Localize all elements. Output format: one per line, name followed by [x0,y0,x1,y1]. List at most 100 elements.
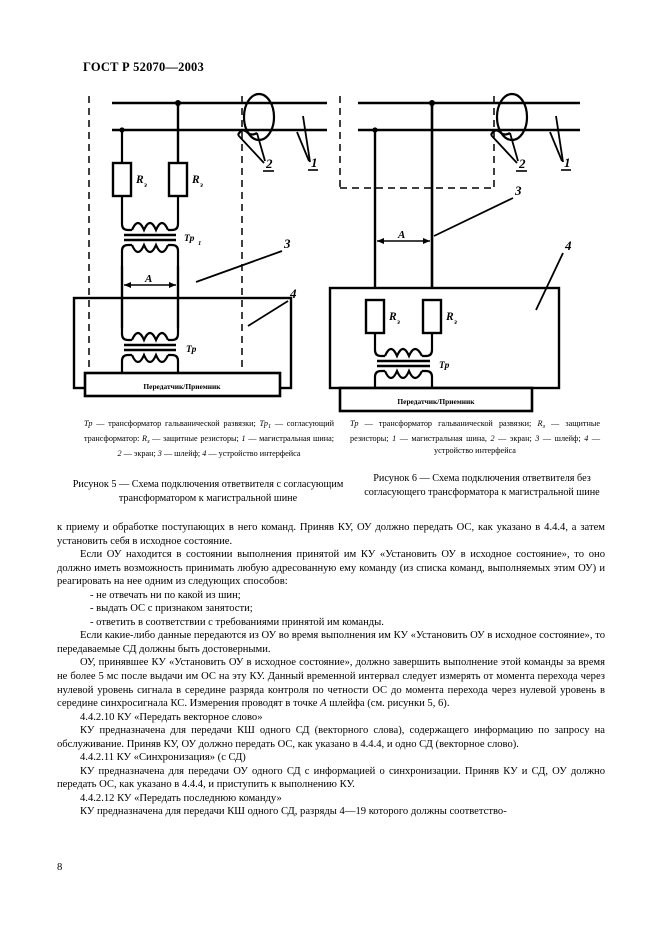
label-resistor-left-sub: з [143,180,147,189]
tr1-secondary-coil [130,242,170,254]
body-text-column: к приему и обработке поступающих в него … [57,521,605,819]
tr-primary-right-lead [168,328,180,342]
legend-tp: Тр [350,419,359,428]
figure-5-caption: Рисунок 5 — Схема подключения ответвител… [72,479,344,504]
leader-line-bus-b [549,131,563,162]
label-transmitter-receiver: Передатчик/Приемник [143,382,221,391]
p-section-4-4-2-11: 4.4.2.11 КУ «Синхронизация» (с СД) [80,752,246,764]
tr-primary-left-lead [120,328,132,342]
dimension-a-arrow-left [124,282,131,288]
legend-item-1: 1 [241,434,246,444]
leader-line-screen-a [237,134,265,164]
junction-dot-lower [372,127,378,133]
tr-secondary-coil [130,352,170,364]
figure-6-caption: Рисунок 6 — Схема подключения ответвител… [364,473,600,498]
label-resistor-left-sub: з [396,317,400,326]
screen-hook [237,129,258,136]
legend-item-1-desc: — магистральная шина, [396,434,491,444]
tr-secondary-coil [383,368,423,380]
p-section-4-4-2-12-body: КУ предназначена для передачи КШ одного … [80,806,507,818]
transmitter-receiver-box [83,371,282,398]
legend-item-1-desc: — магистральная шина; [245,434,334,444]
p-section-4-4-2-11-body: КУ предназначена для передачи ОУ одного … [57,765,605,791]
label-resistor-right-sub: з [199,180,203,189]
tr1-secondary-right-lead [168,243,180,266]
interface-device-box [328,286,561,390]
legend-item-3-desc: — шлейф; [539,434,585,444]
legend-item-4: 4 [584,434,589,444]
dimension-a-arrow-right [423,238,430,244]
resistor-right-body [167,161,189,198]
p-bullet-2: - выдать ОС с признаком занятости; [90,603,253,615]
label-shleif-3: 3 [283,236,291,251]
label-screen-2: 2 [518,156,526,171]
leader-line-bus-a [302,115,311,163]
label-device-4: 4 [289,286,297,301]
legend-item-3: 3 [157,449,162,459]
legend-item-4: 4 [202,449,207,459]
dimension-a-arrow-right [169,282,176,288]
legend-r: R [142,434,148,444]
label-dimension-a: A [144,273,152,285]
resistor-left-body [111,161,133,198]
legend-r-sub: з [147,438,150,446]
label-dimension-a: A [397,229,405,241]
figure-6-diagram: 2 1 3 4 R з R з Тр A Передатчик/Приемник [318,88,618,418]
legend-item-1: 1 [392,434,397,444]
resistor-right-body [421,298,443,335]
label-resistor-right: R [191,174,200,186]
leader-line-shleif [195,250,283,283]
label-matching-transformer: Тр [184,234,195,244]
junction-dot-upper [429,100,435,106]
tr1-primary-right-lead [168,210,180,232]
legend-r: R [537,419,543,428]
tr-secondary-right-lead [422,369,434,388]
tr-primary-coil [130,331,170,343]
label-transmitter-receiver: Передатчик/Приемник [397,397,475,406]
leader-line-shleif [433,197,514,237]
leader-line-screen-b [509,132,519,162]
legend-tp: Тр [84,419,93,428]
tr-secondary-left-lead [373,369,385,388]
p-data-valid: Если какие-либо данные передаются из ОУ … [57,630,605,655]
label-shleif-3: 3 [514,183,522,198]
p-continuation: к приему и обработке поступающих в него … [57,522,605,547]
legend-item-2-desc: — экран; [494,434,536,444]
figures-row: 2 1 3 4 R з R з Тр 1 Тр A Передатчик/При… [0,88,661,418]
tr1-primary-coil [130,221,170,233]
tr1-primary-left-lead [120,210,132,232]
label-device-4: 4 [564,238,572,253]
page-number: 8 [57,862,63,873]
leader-line-bus-b [296,131,310,162]
resistor-left-body [364,298,386,335]
label-isolation-transformer: Тр [439,361,450,371]
legend-item-3-desc: — шлейф; [161,449,203,459]
p-section-4-4-2-12: 4.4.2.12 КУ «Передать последнюю команду» [80,792,282,804]
leader-line-device [535,252,564,311]
legend-item-4-desc: — устройство интерфейса [434,434,601,456]
tr-secondary-left-lead [120,353,132,373]
p-timing: ОУ, принявшее КУ «Установить ОУ в исходн… [57,657,605,710]
legend-r-desc: — защитные резисторы; [350,419,600,444]
legend-r-sub: з [542,423,545,430]
leader-line-bus-a [555,115,564,163]
dimension-a-arrow-left [377,238,384,244]
p-section-4-4-2-10: 4.4.2.10 КУ «Передать векторное слово» [80,711,263,723]
p-bullet-1: - не отвечать ни по какой из шин; [90,589,241,601]
screen-hook [490,129,511,136]
label-resistor-left: R [135,174,144,186]
p-reset-state: Если ОУ находится в состоянии выполнения… [57,549,605,588]
label-bus-1: 1 [564,155,571,170]
label-screen-2: 2 [265,156,273,171]
legend-item-4-desc: — устройство интерфейса [206,449,301,459]
legend-item-2-desc: — экран; [121,449,158,459]
standard-header: ГОСТ Р 52070—2003 [83,60,204,74]
legend-item-2: 2 [490,434,495,444]
tr1-secondary-left-lead [120,243,132,266]
label-matching-transformer-sub: 1 [198,240,201,247]
leader-line-screen-b [256,132,266,162]
legend-item-2: 2 [117,449,122,459]
label-resistor-left: R [388,311,397,323]
label-bus-1: 1 [311,155,318,170]
